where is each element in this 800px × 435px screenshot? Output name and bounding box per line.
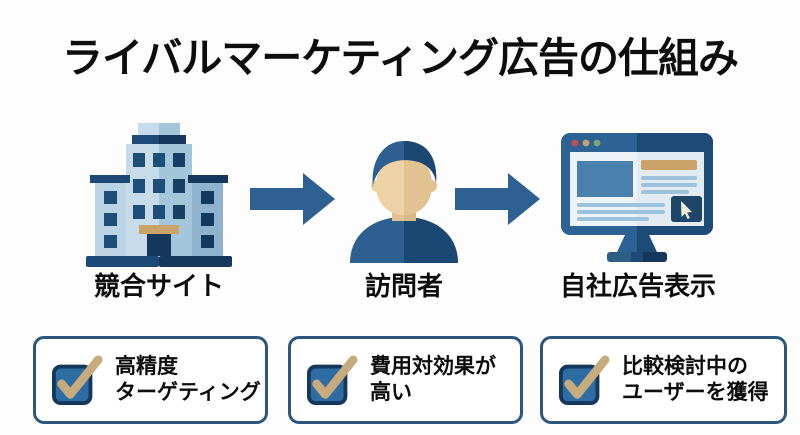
feature-text: 費用対効果が 高い <box>370 354 496 405</box>
arrow-right-icon <box>250 173 335 225</box>
feature-line: 費用対効果が <box>370 355 496 379</box>
feature-text: 比較検討中の ユーザーを獲得 <box>622 354 769 405</box>
feature-card-cost-effective: 費用対効果が 高い <box>288 336 523 424</box>
feature-line: ターゲティング <box>115 381 261 404</box>
step-label-own-ad-display: 自社広告表示 <box>559 271 716 301</box>
checkbox-checked-icon <box>559 355 610 405</box>
feature-card-targeting: 高精度 ターゲティング <box>33 336 268 424</box>
building-icon <box>86 123 232 267</box>
checkbox-checked-icon <box>307 355 358 405</box>
feature-line: 高精度 <box>115 355 178 379</box>
page-title: ライバルマーケティング広告の仕組み <box>62 35 739 81</box>
feature-line: 高い <box>370 381 412 404</box>
person-icon <box>350 141 458 263</box>
feature-card-acquire-users: 比較検討中の ユーザーを獲得 <box>540 336 787 424</box>
feature-line: 比較検討中の <box>622 355 748 379</box>
checkbox-checked-icon <box>52 355 103 405</box>
arrow-right-icon <box>455 173 540 225</box>
monitor-ad-icon <box>561 133 713 262</box>
feature-text: 高精度 ターゲティング <box>115 354 261 405</box>
step-label-competitor-site: 競合サイト <box>93 271 224 301</box>
feature-line: ユーザーを獲得 <box>622 381 769 404</box>
step-label-visitor: 訪問者 <box>364 271 443 301</box>
